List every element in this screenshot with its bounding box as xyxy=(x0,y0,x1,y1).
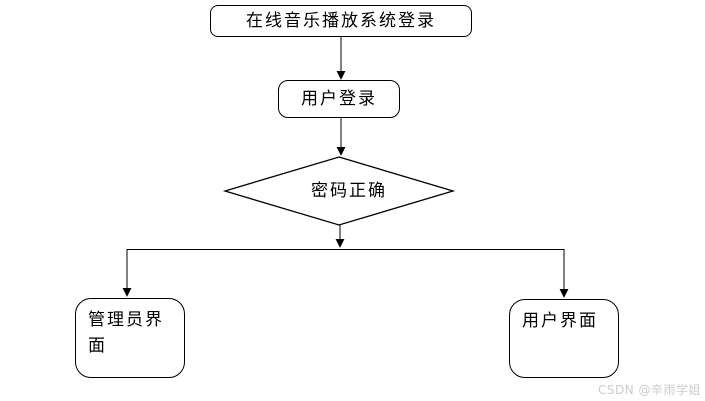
flow-node-decision-label: 密码正确 xyxy=(311,181,387,201)
decision-diamond-shape xyxy=(222,156,456,226)
flow-node-admin: 管理员界面 xyxy=(75,298,185,378)
flow-node-login: 用户登录 xyxy=(278,80,400,118)
csdn-watermark: CSDN @辛雨学姐 xyxy=(597,383,701,397)
flow-node-start: 在线音乐播放系统登录 xyxy=(210,5,472,37)
flow-node-user: 用户界面 xyxy=(509,299,619,378)
